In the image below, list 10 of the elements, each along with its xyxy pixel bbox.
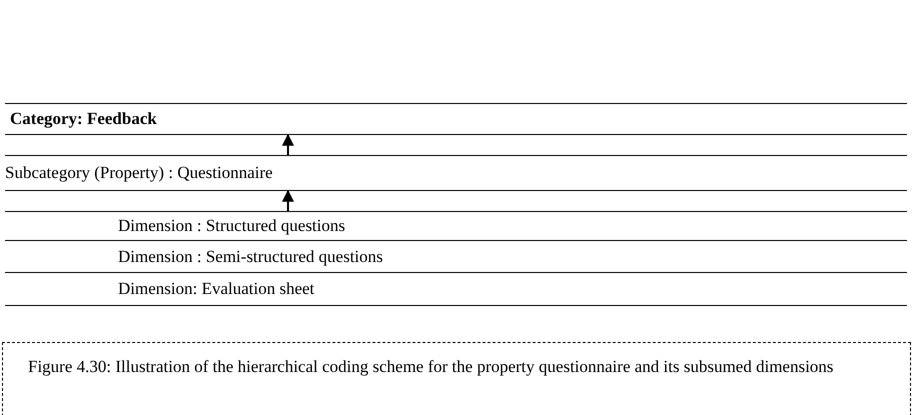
arrow (282, 190, 294, 211)
table-row (5, 155, 907, 191)
row-text: Dimension : Semi-structured questions (118, 246, 383, 266)
category-heading: Category: Feedback (10, 109, 157, 129)
row-text: Dimension: Evaluation sheet (118, 279, 314, 299)
figure-caption: Figure 4.30: Illustration of the hierarchical coding scheme for the property questionnaire and its subsumed dimensions (28, 356, 834, 378)
arrow (282, 134, 294, 155)
table-row (5, 103, 907, 135)
row-text: Dimension : Structured questions (118, 216, 346, 236)
row-text: Subcategory (Property) : Questionnaire (5, 163, 273, 183)
